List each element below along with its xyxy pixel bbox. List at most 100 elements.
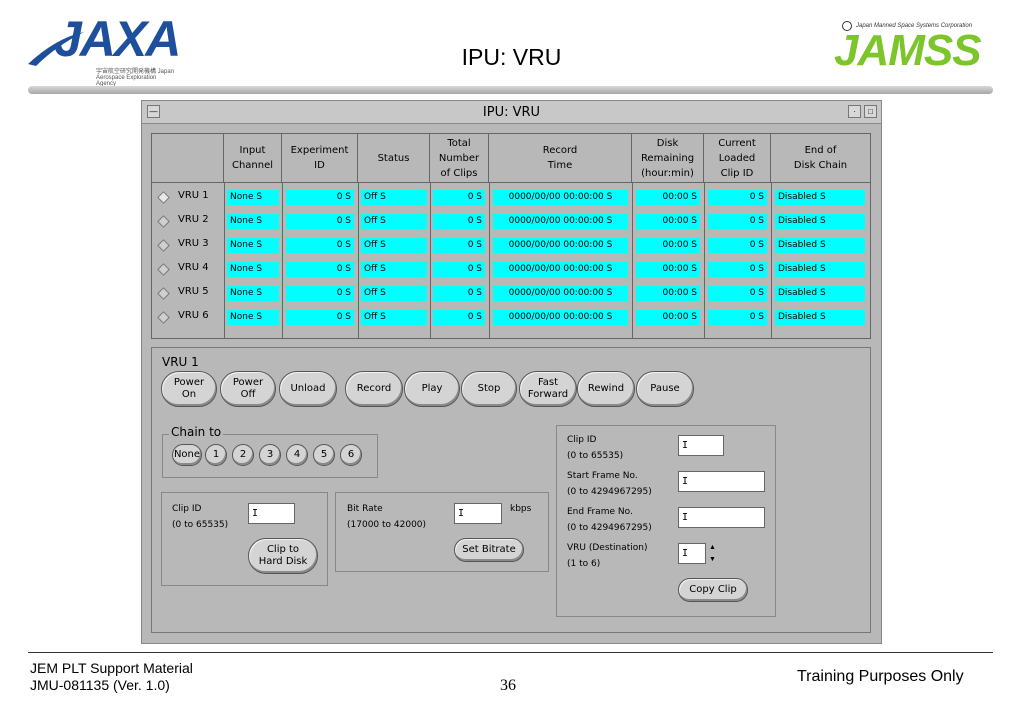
vru-6-radio[interactable] <box>157 311 170 324</box>
total-clips-cell: 0 S <box>433 310 485 325</box>
table-row[interactable]: VRU 4 None S 0 S Off S 0 S 0000/00/00 00… <box>152 262 870 278</box>
record-time-cell: 0000/00/00 00:00:00 S <box>493 286 628 301</box>
hd-clip-id-range: (0 to 65535) <box>172 520 229 530</box>
dest-vru-spinner[interactable]: ▲ ▼ <box>708 542 717 566</box>
record-time-cell: 0000/00/00 00:00:00 S <box>493 190 628 205</box>
table-row[interactable]: VRU 3 None S 0 S Off S 0 S 0000/00/00 00… <box>152 238 870 254</box>
disk-remaining-cell: 00:00 S <box>636 310 700 325</box>
disk-chain-cell: Disabled S <box>775 262 865 277</box>
bitrate-input[interactable]: I <box>454 503 502 524</box>
record-time-cell: 0000/00/00 00:00:00 S <box>493 310 628 325</box>
page-number: 36 <box>500 677 516 694</box>
rewind-button[interactable]: Rewind <box>577 371 635 407</box>
window-menu-button[interactable]: — <box>147 105 160 118</box>
window-minimize-button[interactable]: · <box>848 105 861 118</box>
disk-chain-cell: Disabled S <box>775 286 865 301</box>
panel-title: VRU 1 <box>162 355 199 369</box>
copy-clip-id-input[interactable]: I <box>678 435 724 456</box>
chain-to-group <box>162 434 378 478</box>
current-clip-cell: 0 S <box>708 262 767 277</box>
experiment-id-cell: 0 S <box>286 214 354 229</box>
chain-6-button[interactable]: 6 <box>340 444 362 466</box>
vru-4-radio[interactable] <box>157 263 170 276</box>
table-row[interactable]: VRU 6 None S 0 S Off S 0 S 0000/00/00 00… <box>152 310 870 326</box>
dest-vru-input[interactable]: I <box>678 543 706 564</box>
vru-2-radio[interactable] <box>157 215 170 228</box>
current-clip-cell: 0 S <box>708 214 767 229</box>
table-row[interactable]: VRU 1 None S 0 S Off S 0 S 0000/00/00 00… <box>152 190 870 206</box>
row-label: VRU 1 <box>178 190 209 201</box>
total-clips-cell: 0 S <box>433 262 485 277</box>
status-cell: Off S <box>361 262 427 277</box>
play-button[interactable]: Play <box>404 371 460 407</box>
vru-1-radio[interactable] <box>157 191 170 204</box>
vru-3-radio[interactable] <box>157 239 170 252</box>
stop-button[interactable]: Stop <box>461 371 517 407</box>
record-button[interactable]: Record <box>345 371 403 407</box>
experiment-id-cell: 0 S <box>286 262 354 277</box>
set-bitrate-button[interactable]: Set Bitrate <box>454 538 524 562</box>
status-cell: Off S <box>361 214 427 229</box>
status-cell: Off S <box>361 286 427 301</box>
chain-2-button[interactable]: 2 <box>232 444 254 466</box>
record-time-cell: 0000/00/00 00:00:00 S <box>493 238 628 253</box>
column-separator <box>489 182 490 338</box>
disk-chain-cell: Disabled S <box>775 214 865 229</box>
chain-none-button[interactable]: None <box>172 444 202 466</box>
current-clip-cell: 0 S <box>708 238 767 253</box>
copy-clip-id-label: Clip ID <box>567 435 597 445</box>
status-cell: Off S <box>361 190 427 205</box>
chain-to-label: Chain to <box>169 425 224 439</box>
experiment-id-cell: 0 S <box>286 310 354 325</box>
window-maximize-button[interactable]: □ <box>864 105 877 118</box>
hd-clip-id-input[interactable]: I <box>248 503 295 524</box>
chain-1-button[interactable]: 1 <box>205 444 227 466</box>
slide-title: IPU: VRU <box>461 44 562 70</box>
spin-down-icon[interactable]: ▼ <box>709 556 716 563</box>
bitrate-range: (17000 to 42000) <box>347 520 427 530</box>
status-cell: Off S <box>361 238 427 253</box>
pause-button[interactable]: Pause <box>636 371 694 407</box>
row-label: VRU 4 <box>178 262 209 273</box>
table-row[interactable]: VRU 5 None S 0 S Off S 0 S 0000/00/00 00… <box>152 286 870 302</box>
unload-button[interactable]: Unload <box>279 371 337 407</box>
current-clip-cell: 0 S <box>708 286 767 301</box>
jamss-logo: JAMSS <box>834 26 982 75</box>
column-separator <box>282 182 283 338</box>
bitrate-label: Bit Rate <box>347 504 383 514</box>
header-blank <box>152 134 224 182</box>
footer-doc-number: JMU-081135 (Ver. 1.0) <box>30 677 170 693</box>
table-row[interactable]: VRU 2 None S 0 S Off S 0 S 0000/00/00 00… <box>152 214 870 230</box>
jaxa-subtitle: 宇宙航空研究開発機構 Japan Aerospace Exploration A… <box>96 69 175 87</box>
input-channel-cell: None S <box>227 238 279 253</box>
vru-5-radio[interactable] <box>157 287 170 300</box>
dest-vru-range: (1 to 6) <box>567 559 601 569</box>
bitrate-unit: kbps <box>510 504 532 514</box>
spin-up-icon[interactable]: ▲ <box>709 544 716 551</box>
row-label: VRU 2 <box>178 214 209 225</box>
chain-5-button[interactable]: 5 <box>313 444 335 466</box>
jaxa-wordmark: JAXA <box>54 11 181 67</box>
copy-clip-button[interactable]: Copy Clip <box>678 578 748 602</box>
chain-4-button[interactable]: 4 <box>286 444 308 466</box>
jamss-circle-icon <box>842 21 852 31</box>
window-titlebar[interactable]: — IPU: VRU · □ <box>142 101 881 124</box>
disk-chain-cell: Disabled S <box>775 310 865 325</box>
end-frame-input[interactable]: I <box>678 507 765 528</box>
total-clips-cell: 0 S <box>433 190 485 205</box>
start-frame-input[interactable]: I <box>678 471 765 492</box>
record-time-cell: 0000/00/00 00:00:00 S <box>493 262 628 277</box>
row-label: VRU 6 <box>178 310 209 321</box>
experiment-id-cell: 0 S <box>286 190 354 205</box>
window-title: IPU: VRU <box>482 105 541 120</box>
chain-3-button[interactable]: 3 <box>259 444 281 466</box>
